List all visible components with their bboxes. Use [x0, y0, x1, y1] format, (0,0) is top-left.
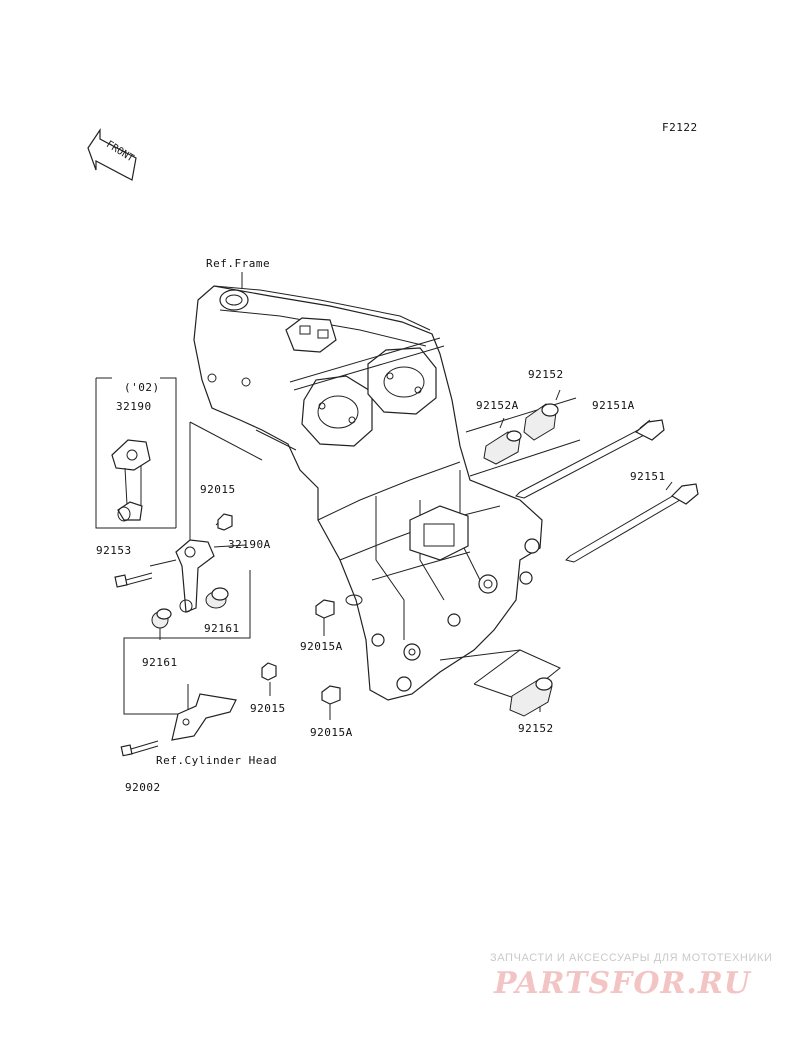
collar-92152-top	[523, 403, 559, 441]
part-32190A: 32190A	[228, 538, 271, 551]
ref-cylinder-head-label: Ref.Cylinder Head	[156, 754, 278, 767]
collar-92152-bottom	[509, 677, 553, 717]
collar-92161-right	[205, 587, 229, 609]
part-92015-bottom: 92015	[250, 702, 286, 715]
part-92151: 92151	[630, 470, 666, 483]
watermark-logo: PARTSFOR.RU	[494, 966, 751, 1001]
part-92152A: 92152A	[476, 399, 519, 412]
part-92152-bottom: 92152	[518, 722, 554, 735]
bracket-32190	[111, 439, 151, 522]
figure-code: F2122	[662, 121, 698, 134]
frame-outline	[193, 285, 543, 701]
bolt-92002	[120, 740, 159, 757]
bolt-92151A	[515, 419, 665, 499]
nut-92015A-upper	[315, 594, 363, 619]
part-92161-left: 92161	[142, 656, 178, 669]
part-32190: 32190	[116, 400, 152, 413]
nut-92015-bottom	[261, 662, 277, 681]
collar-92161-left	[151, 608, 172, 629]
bolt-92153	[114, 572, 153, 588]
nut-92015-top	[217, 513, 233, 531]
part-92152-top: 92152	[528, 368, 564, 381]
bracket-32190A	[175, 539, 215, 613]
part-92161-right: 92161	[204, 622, 240, 635]
watermark-tagline: ЗАПЧАСТИ И АКСЕССУАРЫ ДЛЯ МОТОТЕХНИКИ	[490, 952, 773, 964]
bolt-92151	[565, 483, 699, 563]
leader-lines-right	[241, 272, 673, 720]
variant-note: ('02)	[124, 381, 160, 394]
part-92015-top: 92015	[200, 483, 236, 496]
collar-92152A	[483, 430, 522, 465]
variant-box	[95, 377, 177, 529]
ref-frame-label: Ref.Frame	[206, 257, 271, 270]
part-92015A-upper: 92015A	[300, 640, 343, 653]
part-92015A-lower: 92015A	[310, 726, 353, 739]
bracket-cylinder-head	[171, 693, 237, 741]
front-arrow-icon: FRONT	[87, 128, 137, 181]
part-92002: 92002	[125, 781, 161, 794]
part-92151A: 92151A	[592, 399, 635, 412]
part-92153: 92153	[96, 544, 132, 557]
nut-92015A-lower	[321, 685, 341, 705]
